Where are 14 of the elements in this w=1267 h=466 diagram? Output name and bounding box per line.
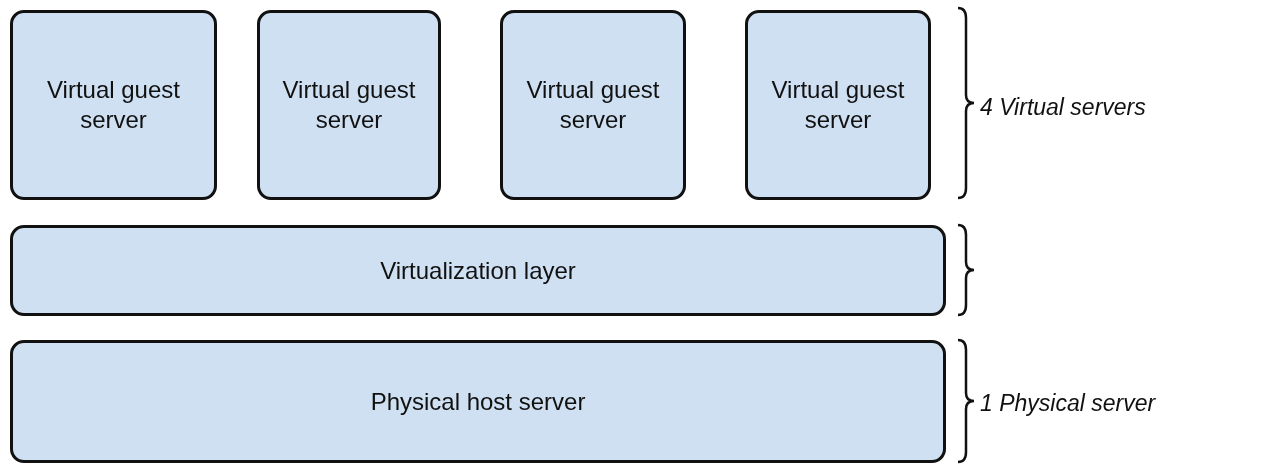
box-label: Physical host server (370, 386, 586, 417)
brace-label: 4 Virtual servers (980, 94, 1146, 121)
server-box (10, 340, 946, 463)
box-label: Virtual guest server (46, 75, 181, 135)
box-label: Virtual guest server (770, 75, 906, 135)
server-box (745, 10, 931, 200)
box-label: Virtualization layer (380, 255, 576, 286)
server-box (257, 10, 441, 200)
server-box (10, 10, 217, 200)
box-label: Virtual guest server (281, 75, 417, 135)
box-label: Virtual guest server (525, 75, 661, 135)
brace-label: 1 Physical server (980, 390, 1156, 417)
server-box (500, 10, 686, 200)
server-box (10, 225, 946, 316)
